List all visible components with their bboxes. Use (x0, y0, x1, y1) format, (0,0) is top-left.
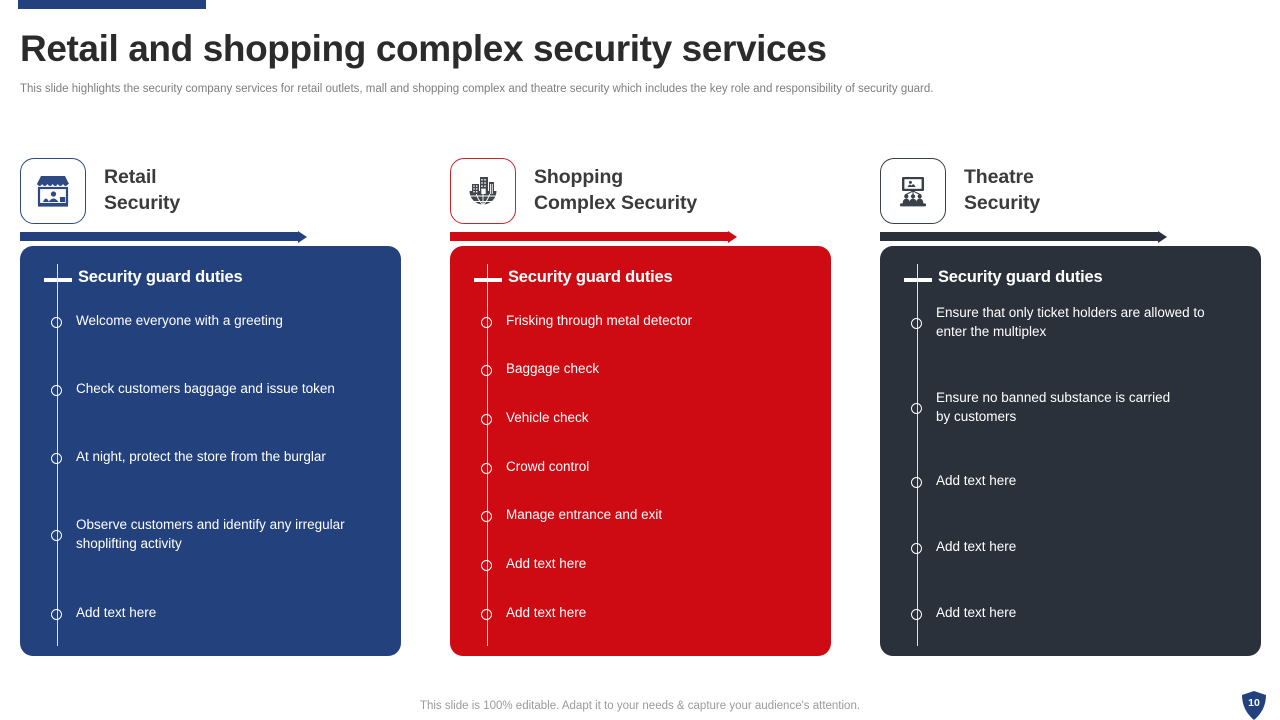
timeline-dot-icon (481, 511, 492, 522)
panel-title-dash-icon (44, 278, 72, 282)
list-item-label: Add text here (76, 605, 157, 620)
timeline-dot-icon (51, 453, 62, 464)
timeline-dot-icon (51, 317, 62, 328)
panel-theatre-security: Security guard duties Ensure that only t… (880, 246, 1261, 656)
timeline-rail (917, 264, 919, 646)
footer-note: This slide is 100% editable. Adapt it to… (419, 700, 861, 712)
timeline-dot-icon (911, 477, 922, 488)
list-item-label: Welcome everyone with a greeting (76, 313, 283, 328)
list-item-label: Check customers baggage and issue token (76, 381, 335, 396)
timeline-dot-icon (911, 403, 922, 414)
list-item-label: Crowd control (506, 459, 590, 474)
column-title-retail-security: Retail Security (104, 166, 181, 214)
timeline-dot-icon (51, 609, 62, 620)
timeline-dot-icon (481, 365, 492, 376)
column-divider-bar-shopping (450, 230, 737, 243)
timeline-dot-icon (911, 609, 922, 620)
panel-title: Security guard duties (78, 268, 243, 286)
list-item-label: Add text here (506, 556, 587, 571)
timeline-rail (487, 264, 489, 646)
timeline-dot-icon (481, 560, 492, 571)
list-item-label: Baggage check (506, 361, 600, 376)
timeline-dot-icon (911, 543, 922, 554)
list-item-label: Manage entrance and exit (506, 507, 663, 522)
page-subtitle: This slide highlights the security compa… (20, 83, 934, 95)
list-item-label: Add text here (506, 605, 587, 620)
timeline-dot-icon (481, 414, 492, 425)
list-item-label: Add text here (936, 605, 1017, 620)
list-item-label: Frisking through metal detector (506, 313, 693, 328)
list-item-label: Add text here (936, 473, 1017, 488)
storefront-icon (20, 158, 86, 224)
timeline-dot-icon (51, 530, 62, 541)
page-title: Retail and shopping complex security ser… (20, 28, 827, 69)
column-title-theatre-security: Theatre Security (964, 166, 1041, 214)
buildings-globe-icon (450, 158, 516, 224)
column-divider-bar-retail (20, 230, 307, 243)
page-number: 10 (1248, 697, 1260, 709)
list-item-label: Observe customers and identify any irreg… (76, 517, 345, 551)
timeline-dot-icon (481, 609, 492, 620)
panel-title-dash-icon (904, 278, 932, 282)
list-item-label: At night, protect the store from the bur… (76, 449, 326, 464)
panel-shopping-complex-security: Security guard duties Frisking through m… (450, 246, 831, 656)
list-item-label: Ensure no banned substance is carried by… (936, 390, 1171, 424)
cinema-screen-icon (880, 158, 946, 224)
top-accent-bar (18, 0, 206, 9)
timeline-dot-icon (51, 385, 62, 396)
panel-retail-security: Security guard duties Welcome everyone w… (20, 246, 401, 656)
panel-title: Security guard duties (938, 268, 1103, 286)
timeline-dot-icon (481, 463, 492, 474)
timeline-dot-icon (481, 317, 492, 328)
list-item-label: Add text here (936, 539, 1017, 554)
page-number-badge: 10 (1240, 690, 1268, 720)
list-item-label: Ensure that only ticket holders are allo… (936, 305, 1205, 339)
column-divider-bar-theatre (880, 230, 1167, 243)
panel-title-dash-icon (474, 278, 502, 282)
list-item-label: Vehicle check (506, 410, 589, 425)
timeline-dot-icon (911, 318, 922, 329)
column-title-shopping-complex-security: Shopping Complex Security (534, 166, 698, 214)
panel-title: Security guard duties (508, 268, 673, 286)
